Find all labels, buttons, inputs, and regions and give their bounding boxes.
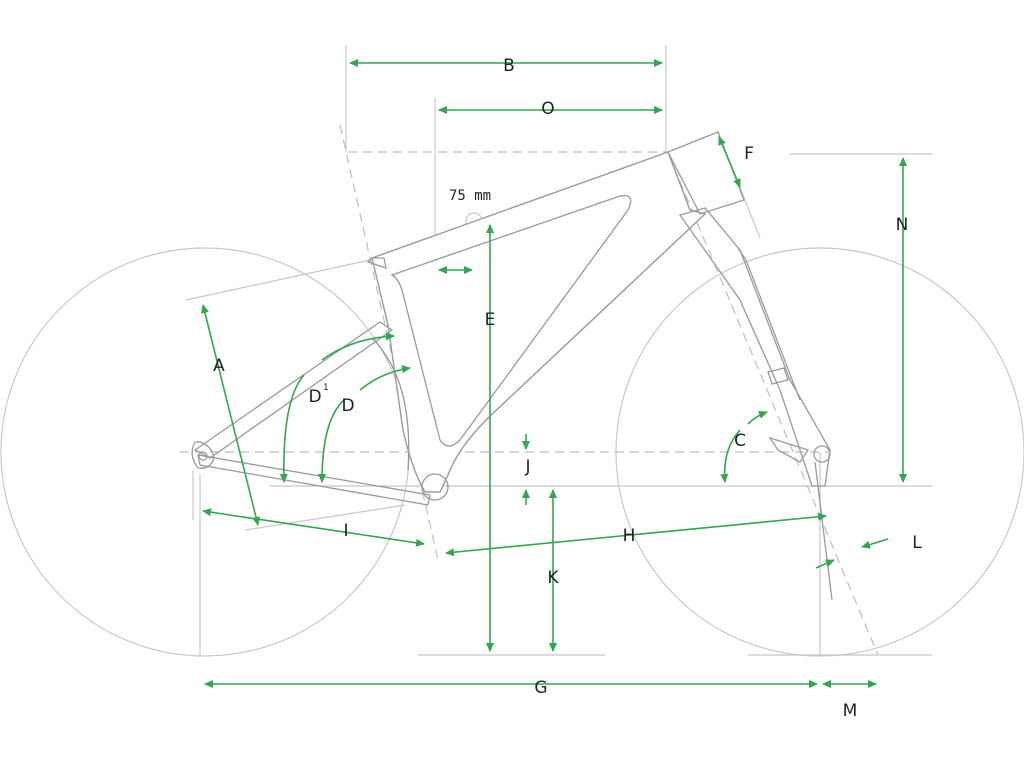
label-l: L xyxy=(912,533,922,553)
label-h: H xyxy=(623,526,636,546)
label-d1: D xyxy=(308,387,321,407)
label-75mm: 75 mm xyxy=(449,188,491,204)
label-c: C xyxy=(734,431,746,451)
label-j: J xyxy=(524,457,530,477)
label-i: I xyxy=(343,521,348,541)
label-n: N xyxy=(896,215,909,235)
dimension-labels: B O F N 75 mm E A D 1 D C J I H L K G M xyxy=(213,56,922,721)
label-f: F xyxy=(744,144,754,164)
bike-frame xyxy=(191,131,833,601)
label-m: M xyxy=(843,701,858,721)
label-d1-superscript: 1 xyxy=(323,383,329,393)
label-o: O xyxy=(541,99,554,119)
label-e: E xyxy=(485,310,496,330)
label-k: K xyxy=(547,568,559,588)
label-a: A xyxy=(213,356,225,376)
dimension-arrows xyxy=(201,59,907,688)
label-g: G xyxy=(534,678,547,698)
label-b: B xyxy=(503,56,515,76)
label-d: D xyxy=(341,396,354,416)
